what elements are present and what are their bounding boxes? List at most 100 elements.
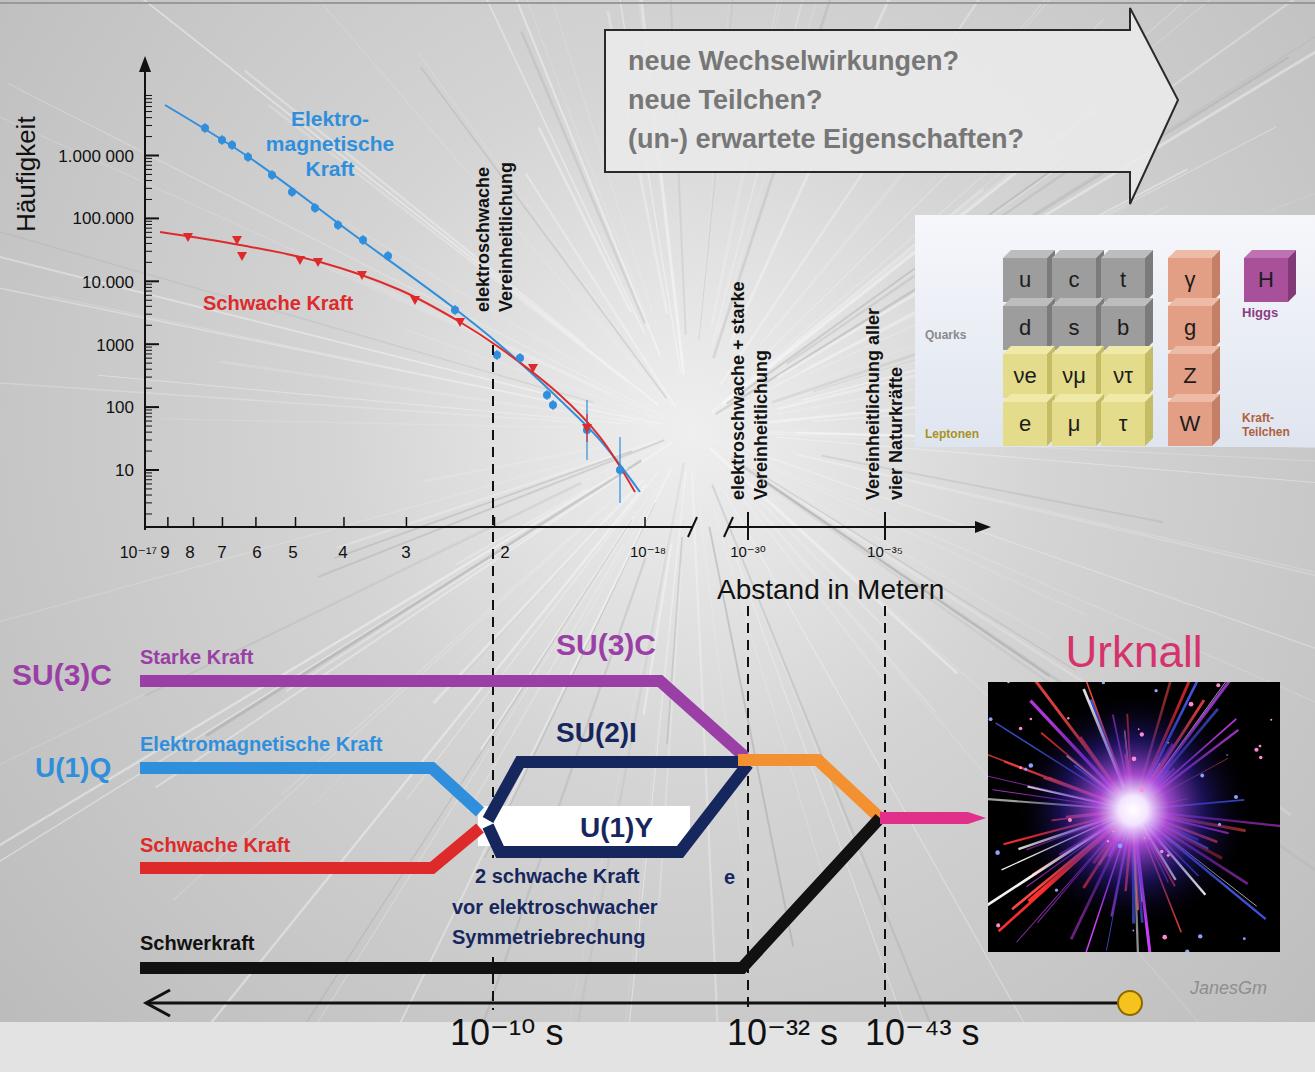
particle-symbol: μ [1068,413,1081,435]
data-point [183,233,193,242]
lepton-cube: μ [1052,402,1096,446]
lepton-cube: νμ [1052,354,1096,398]
ray [753,469,1076,670]
force-label: Elektromagnetische Kraft [140,733,382,756]
epoch-line [492,345,494,858]
tick-label: 3 [401,543,410,563]
ray [0,0,659,405]
cube-side [1145,298,1153,350]
data-point [313,258,323,267]
question-text: (un-) erwartete Eigenschaften? [628,120,1024,159]
cube-top [1168,298,1220,306]
group-label: Leptonen [925,428,979,442]
y-tick [145,406,159,408]
star-dot [1132,930,1134,932]
quark-cube: s [1052,306,1096,350]
epoch-line [747,606,749,1010]
tick-label: 1000 [96,336,134,356]
data-point [201,124,209,132]
tick-label: 1.000 000 [58,147,134,167]
y-tick [145,291,152,292]
cube-side [1145,394,1153,446]
y-tick [145,350,152,351]
curve-label: Elektro- magnetische Kraft [264,106,397,181]
star-dot [1243,937,1246,940]
ray [712,485,950,1072]
cube-side [1212,298,1220,350]
x-axis [728,526,980,528]
y-tick [145,388,152,389]
ray [161,419,568,428]
time-label: 10⁻³² s [727,1012,838,1053]
arrow-outline [605,8,1178,204]
y-tick [145,306,152,307]
star-dot [1107,840,1109,842]
tick-label: 7 [217,543,226,563]
cube-top [1101,298,1153,306]
ray [667,537,682,744]
y-tick [145,237,152,238]
tick-label: 8 [185,543,194,563]
y-tick [145,98,152,99]
y-tick [145,472,152,473]
symmetry-label: SU(3)C [12,658,112,693]
ray [693,451,753,937]
star-dot [1024,768,1027,771]
ray [0,258,662,424]
star-dot [1112,830,1114,832]
quark-cube: b [1101,306,1145,350]
star-dot [1200,774,1204,778]
cube-top [1052,298,1104,306]
y-tick [145,426,152,427]
cube-face [1101,402,1145,446]
axis-title: Abstand in Metern [717,574,944,606]
group-label: Higgs [1242,306,1278,321]
boson-cube: g [1168,306,1212,350]
symmetry-label: U(1)Q [35,752,111,784]
star-dot [989,717,993,721]
star-dot [1162,935,1167,940]
white-patch [478,806,690,846]
force-label: Starke Kraft [140,646,253,669]
star-dot [996,923,1000,927]
cube-top [1101,250,1153,258]
y-tick [145,369,152,370]
data-point [582,424,592,433]
y-tick [145,136,152,137]
data-point [357,271,367,280]
data-point [410,296,420,305]
tick-label: 5 [288,543,297,563]
question-text: neue Teilchen? [628,81,823,120]
y-tick [145,102,152,103]
image-ground [988,682,1280,952]
particle-symbol: νe [1013,365,1036,387]
gut-band [738,760,880,818]
cube-face [1168,306,1212,350]
y-tick [145,421,152,422]
ray [732,460,1315,970]
y-tick [145,174,152,175]
ray [220,362,657,425]
y-tick [145,262,152,263]
x-tick [255,517,257,527]
symmetry-label: SU(2)I [556,717,637,749]
u1y-band [488,764,748,852]
data-point [455,318,465,327]
star-dot [1068,818,1072,822]
y-tick [145,513,152,514]
star-dot [1160,850,1163,853]
cube-face [1003,258,1047,302]
y-tick [145,483,152,484]
node-shape [988,682,1280,952]
y-tick [145,358,152,359]
y-tick [145,476,152,477]
x-tick [222,517,224,527]
y-tick [145,300,152,301]
star-dot [1254,748,1258,752]
star-dot [1189,702,1194,707]
cube-top [1168,394,1220,402]
y-tick [145,343,159,345]
y-tick [145,221,152,222]
lepton-cube: τ [1101,402,1145,446]
data-point [237,252,247,261]
